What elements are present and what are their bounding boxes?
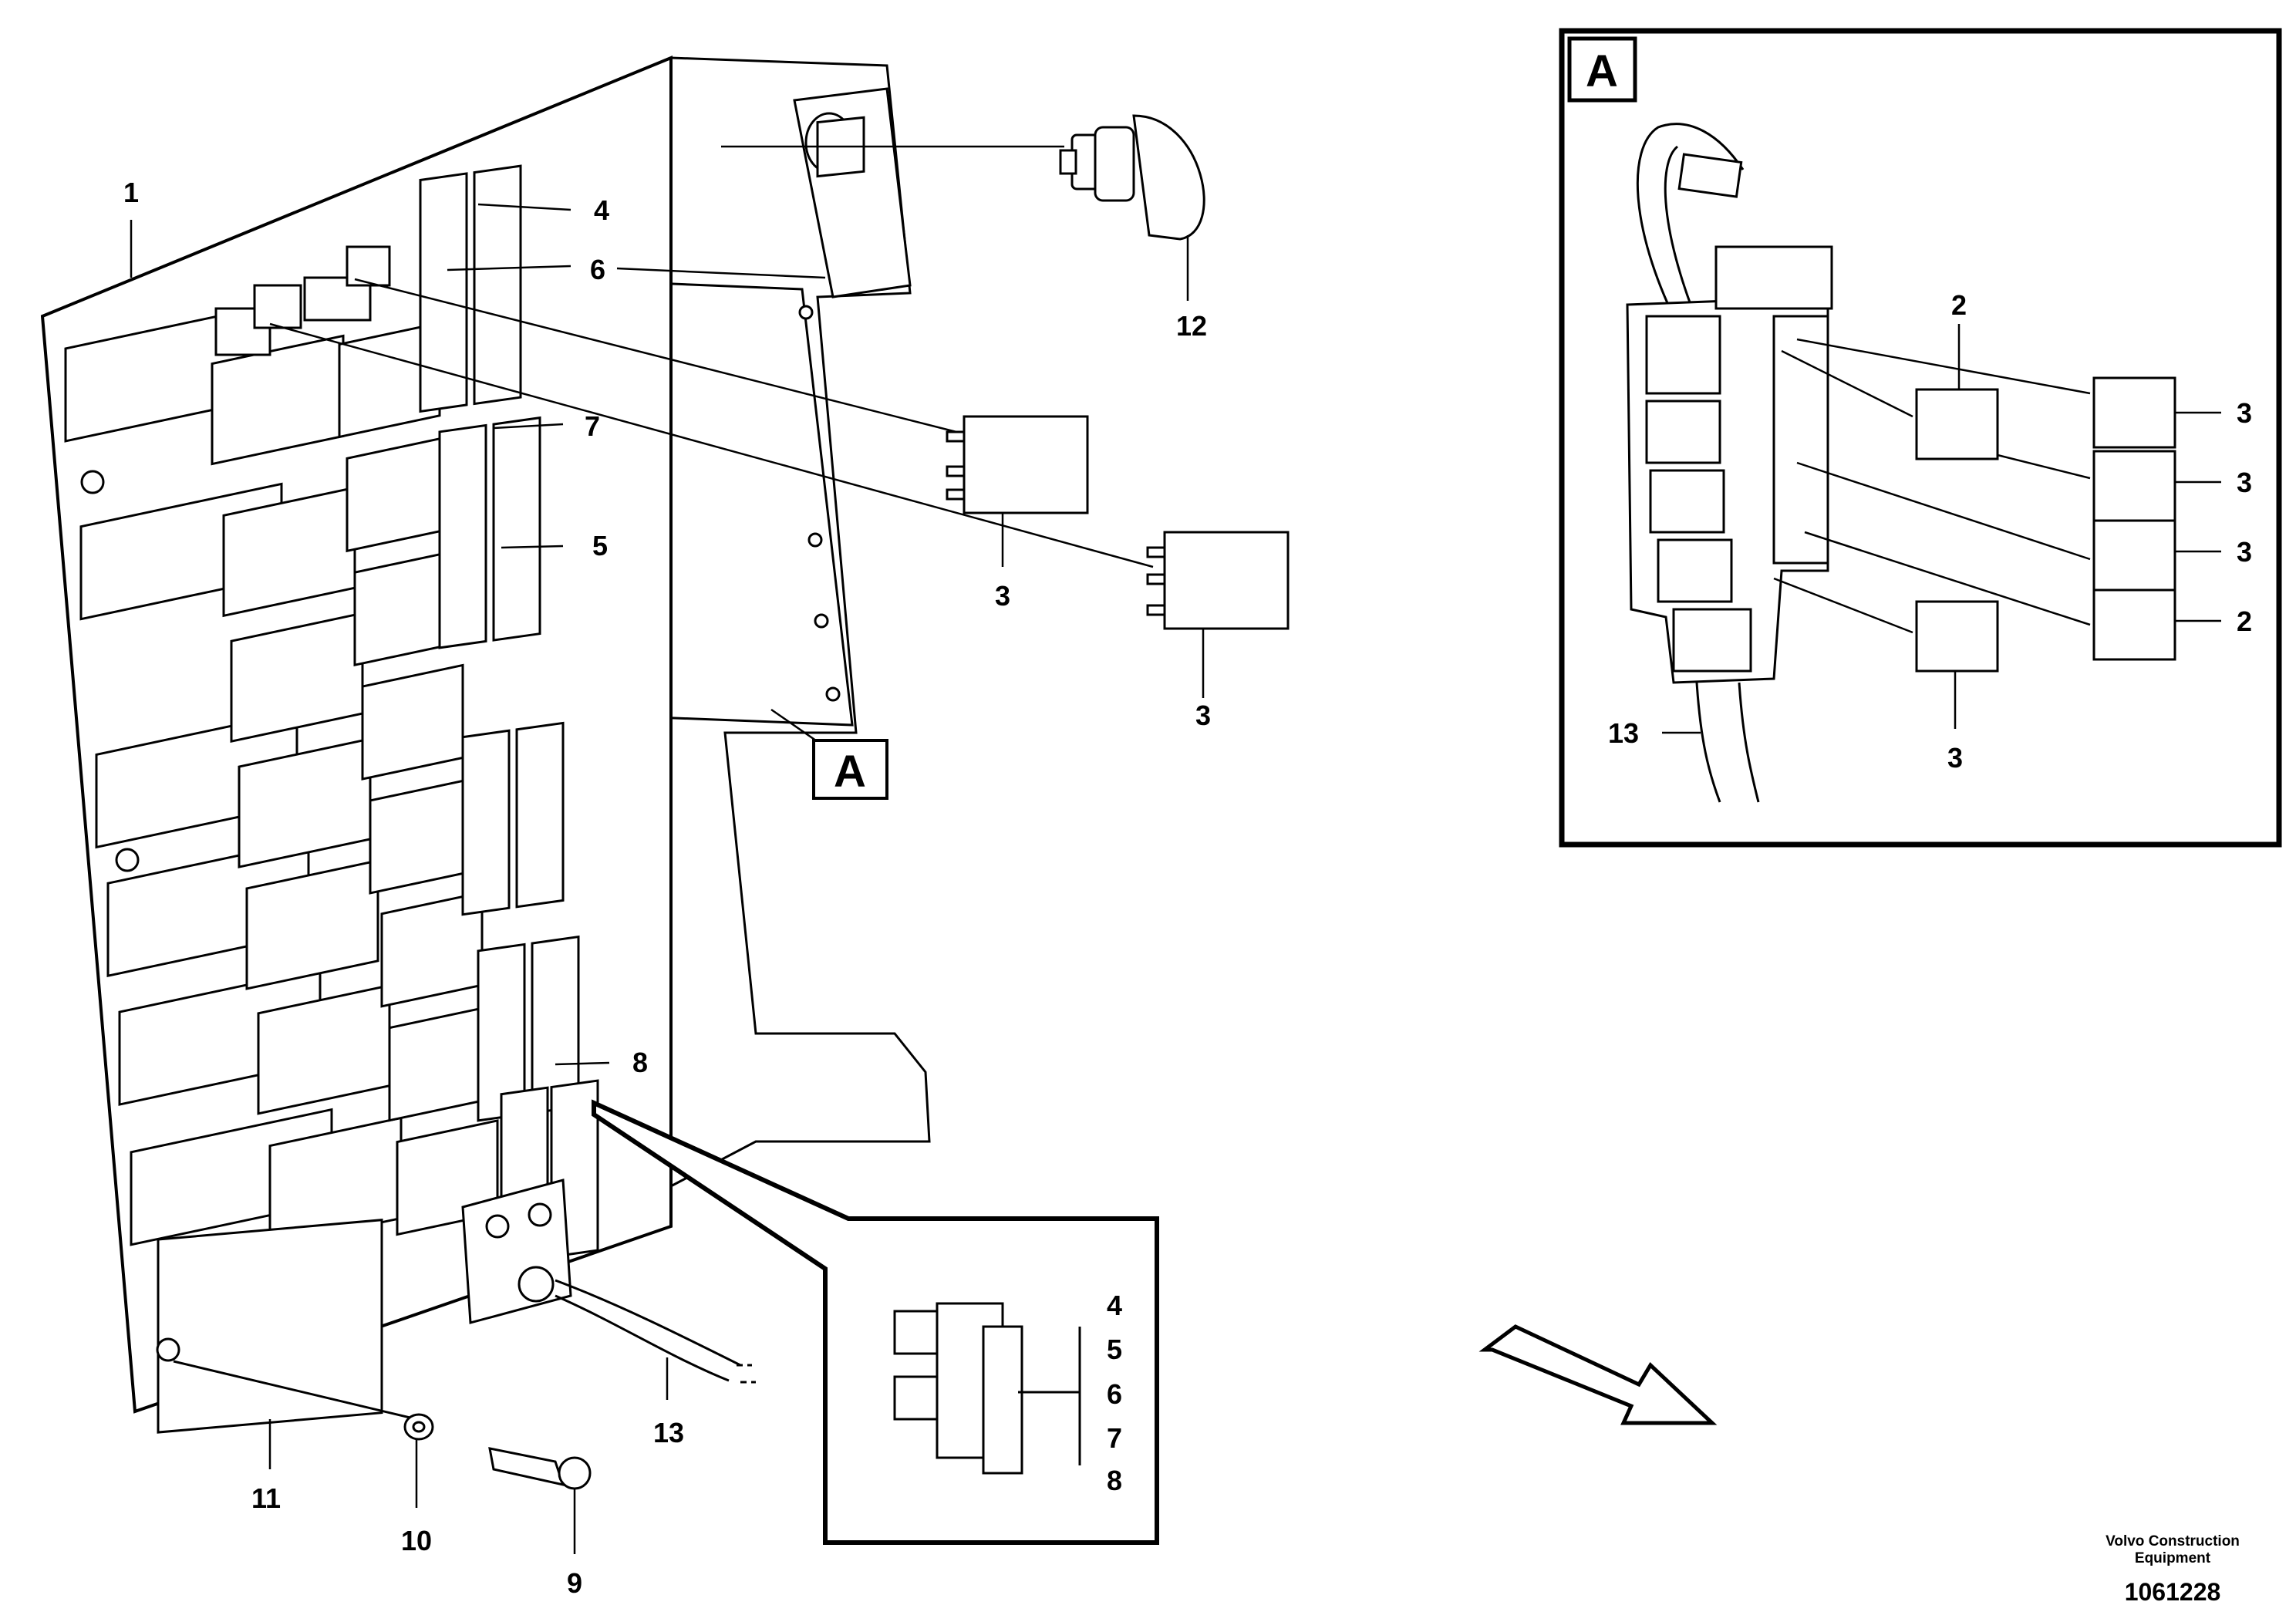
company-name-line1: Volvo Construction (2106, 1533, 2240, 1549)
callout-3-upper: 3 (995, 580, 1010, 612)
detail-ref-box (812, 739, 888, 800)
fuse-inset (592, 1099, 1159, 1545)
main-callouts: 1 4 6 7 5 8 12 3 3 13 11 10 9 (123, 177, 1211, 1599)
callout-6: 6 (590, 254, 605, 285)
harness-connector (1677, 153, 1743, 198)
detail-relay-3-r2 (2092, 450, 2176, 522)
fuse-inset-callouts: 4 5 6 7 8 (1107, 1290, 1122, 1496)
mounting-hole (80, 470, 105, 494)
power-outlet (1059, 114, 1205, 241)
detail-a-panel: A (1559, 28, 2282, 848)
ground-cable (555, 1279, 756, 1384)
drawing-number: 1061228 (2124, 1578, 2221, 1606)
screw-and-washer (173, 1360, 592, 1490)
footer: Volvo Construction Equipment 1061228 (2072, 1533, 2273, 1607)
detail-relay-3-r3 (2092, 519, 2176, 592)
detail-callout-3-r3: 3 (2237, 536, 2252, 568)
detail-relay-2-r4 (2092, 588, 2176, 661)
detail-ref-label: A (834, 747, 866, 797)
detail-a-label: A (1586, 46, 1618, 96)
callout-12: 12 (1176, 310, 1207, 342)
detail-relay-3-bottom (1915, 600, 1999, 673)
screw (488, 1447, 565, 1487)
relay-3-lower (1146, 531, 1290, 630)
detail-callout-13: 13 (1608, 717, 1639, 749)
fuse-callout-7: 7 (1107, 1422, 1122, 1454)
bottom-module (157, 1219, 383, 1434)
callout-9: 9 (567, 1567, 582, 1599)
relay-3-upper (946, 415, 1089, 514)
electrical-panel (40, 56, 931, 1434)
leader-lines (130, 145, 1205, 1554)
mounting-hole (156, 1337, 180, 1362)
detail-a-label-box (1567, 36, 1637, 103)
detail-callout-2-top: 2 (1951, 289, 1967, 321)
detail-relay-2-top (1915, 388, 1999, 460)
fuse-callout-5: 5 (1107, 1334, 1122, 1365)
detail-callout-2-r4: 2 (2237, 605, 2252, 637)
callout-8: 8 (632, 1047, 648, 1078)
detail-relay-3-r1 (2092, 376, 2176, 449)
callout-10: 10 (401, 1525, 432, 1556)
direction-arrow (1478, 1324, 1718, 1425)
callout-7: 7 (585, 410, 600, 442)
callout-1: 1 (123, 177, 139, 208)
callout-13: 13 (653, 1417, 684, 1448)
callout-3-lower: 3 (1195, 700, 1211, 731)
fuse-callout-8: 8 (1107, 1465, 1122, 1496)
callout-4: 4 (594, 194, 609, 226)
callout-5: 5 (592, 530, 608, 561)
company-name-line2: Equipment (2134, 1550, 2211, 1566)
callout-11: 11 (251, 1482, 281, 1514)
fuse-callout-6: 6 (1107, 1378, 1122, 1410)
detail-callout-3-r2: 3 (2237, 467, 2252, 498)
mounting-hole (115, 848, 140, 872)
detail-callout-3-r1: 3 (2237, 397, 2252, 429)
detail-callout-3-bottom: 3 (1947, 742, 1963, 774)
harness-wire (1636, 123, 1745, 340)
fuse-callout-4: 4 (1107, 1290, 1122, 1321)
small-relays-on-panel (214, 245, 391, 356)
